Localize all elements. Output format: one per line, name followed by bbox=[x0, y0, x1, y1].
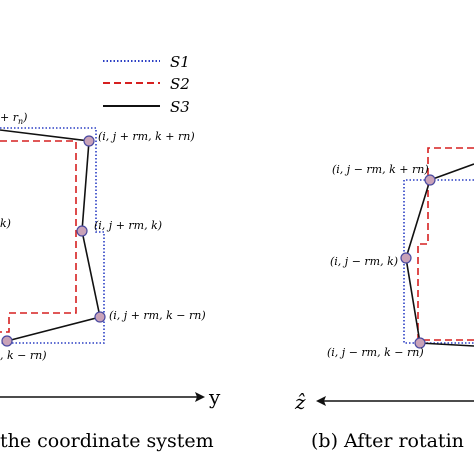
right-s1-path bbox=[403, 179, 474, 344]
left-node-top bbox=[83, 135, 95, 147]
right-s2-path bbox=[417, 147, 474, 341]
left-caption: the coordinate system bbox=[0, 430, 214, 452]
right-label-top: (i, j − rm, k + rn) bbox=[332, 163, 429, 176]
legend: S1 S2 S3 bbox=[103, 53, 190, 116]
legend-s1-label: S1 bbox=[170, 53, 190, 71]
left-node-bottom-left bbox=[1, 335, 13, 347]
right-label-mid: (i, j − rm, k) bbox=[330, 255, 398, 268]
right-s3-path bbox=[405, 163, 474, 347]
right-node-mid bbox=[400, 252, 412, 264]
right-caption: (b) After rotatin bbox=[311, 430, 464, 452]
left-s1-path bbox=[0, 127, 105, 344]
legend-s2-label: S2 bbox=[170, 75, 190, 93]
legend-s3-label: S3 bbox=[170, 98, 190, 116]
left-s2-path bbox=[0, 140, 77, 333]
left-label-top-partial: + rn) bbox=[0, 111, 27, 126]
left-axis-arrowhead bbox=[195, 392, 205, 402]
left-label-top-right: (i, j + rm, k + rn) bbox=[98, 130, 195, 143]
left-label-mid-left: k) bbox=[0, 217, 11, 230]
left-label-bottom-right: (i, j + rm, k − rn) bbox=[109, 309, 206, 322]
left-label-bottom-left: , k − rn) bbox=[0, 349, 47, 362]
right-label-bottom: (i, j − rm, k − rn) bbox=[327, 346, 424, 359]
left-node-mid bbox=[76, 225, 88, 237]
right-panel: (i, j − rm, k + rn) (i, j − rm, k) (i, j… bbox=[294, 147, 474, 452]
left-panel: + rn) (i, j + rm, k + rn) k) (i, j + rm,… bbox=[0, 111, 221, 452]
right-node-bottom bbox=[414, 337, 426, 349]
right-node-top bbox=[424, 174, 436, 186]
left-label-mid-right: (i, j + rm, k) bbox=[94, 219, 162, 232]
left-node-bottom bbox=[94, 311, 106, 323]
right-axis-label: ẑ bbox=[294, 390, 306, 414]
left-axis-label: y bbox=[208, 385, 221, 409]
